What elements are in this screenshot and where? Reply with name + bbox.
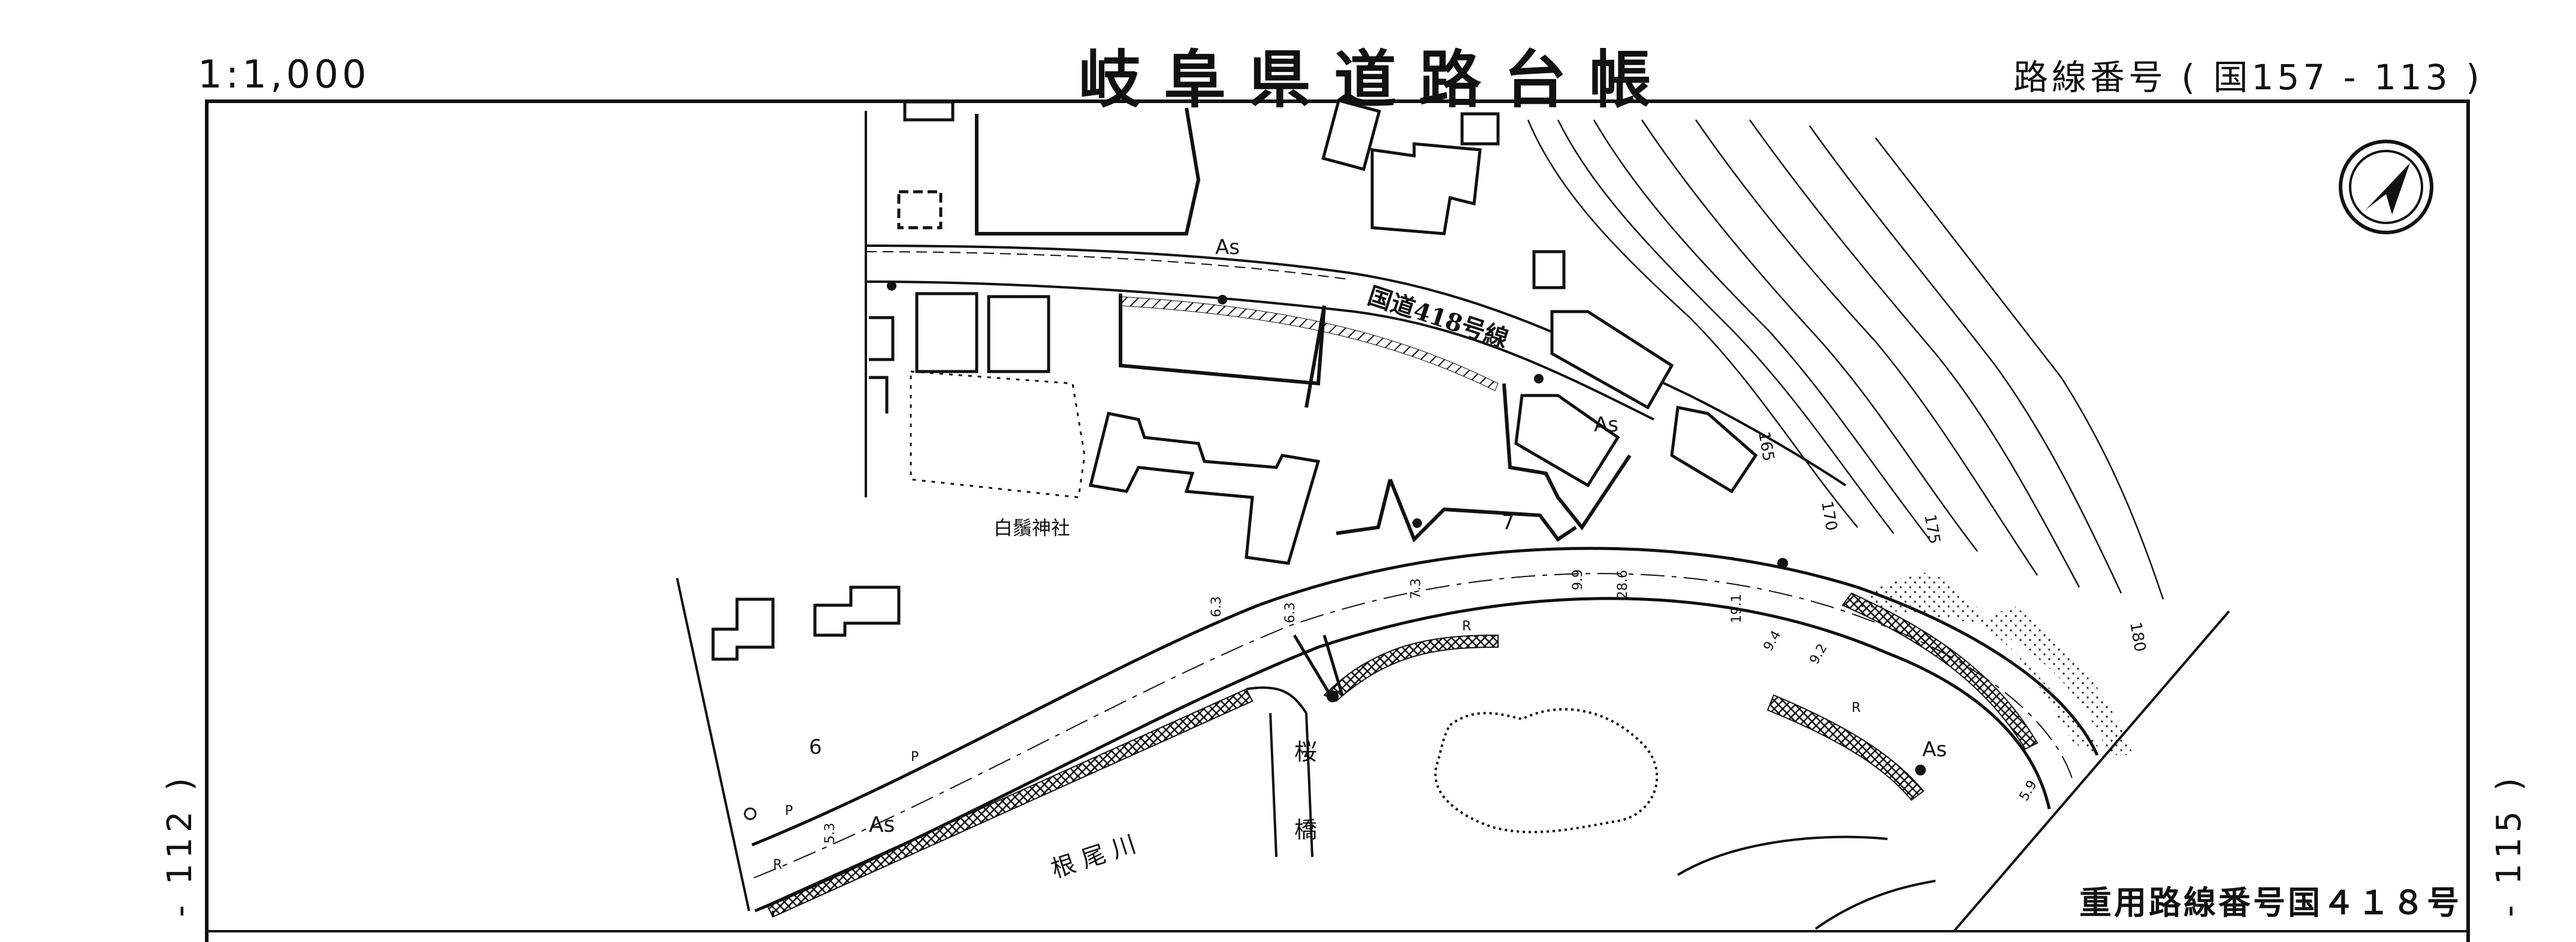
north-arrow-icon	[2339, 140, 2433, 234]
width-9: 5.9	[2017, 778, 2040, 804]
surface-as-1: As	[1215, 236, 1240, 259]
width-6: 19.1	[1729, 594, 1744, 623]
contour-175: 175	[1920, 513, 1943, 545]
bridge-label-b: 橋	[1294, 817, 1317, 843]
slope-area-lower	[1977, 605, 2133, 755]
width-5: 28.6	[1615, 570, 1630, 599]
marker-r-1: R	[773, 858, 782, 872]
width-8: 9.2	[1807, 641, 1831, 667]
width-3: 7.3	[1409, 578, 1424, 599]
contour-165: 165	[1754, 430, 1777, 463]
overlap-route-label: 重用路線番号国４１８号	[2079, 883, 2462, 922]
bridge-label-a: 桜	[1294, 739, 1317, 765]
width-2: 6.3	[1283, 602, 1298, 623]
map-scale: 1:1,000	[198, 53, 370, 97]
width-10: 5.3	[823, 823, 838, 844]
marker-p-2: P	[911, 750, 919, 765]
river-bank	[1246, 686, 1936, 930]
sidewalk-hatching	[766, 296, 2039, 918]
lot-number-6: 6	[809, 735, 822, 759]
marker-p-1: P	[785, 804, 793, 819]
lot-number-7: 7	[1502, 511, 1515, 535]
bridge	[1292, 634, 1344, 696]
surface-as-3: As	[869, 813, 895, 837]
surface-as-4: As	[1922, 738, 1947, 762]
survey-boundary	[676, 111, 2230, 933]
marker-r-2: R	[1462, 619, 1471, 634]
buildings	[711, 98, 1758, 661]
contour-170: 170	[1817, 500, 1840, 532]
width-1: 6.3	[1209, 596, 1224, 617]
route-number: 路線番号 ( 国157 - 113 )	[2013, 57, 2483, 98]
utility-points	[744, 281, 1926, 820]
slope-area	[1852, 572, 2109, 761]
walls	[975, 107, 1632, 543]
frame-bottom-rule	[205, 930, 2470, 932]
upper-road	[865, 244, 1847, 487]
shrine-label: 白鬚神社	[993, 517, 1070, 539]
width-7: 9.4	[1761, 628, 1784, 654]
contour-180: 180	[2126, 621, 2149, 653]
surface-as-2: As	[1594, 413, 1618, 437]
river-label: 根 尾 川	[1048, 831, 1140, 884]
width-4: 9.9	[1571, 569, 1586, 590]
dotted-lot	[910, 370, 1086, 499]
contour-lines	[1527, 119, 2164, 600]
marker-r-3: R	[1852, 701, 1861, 715]
page-title: 岐阜県道路台帳	[1079, 43, 1675, 116]
